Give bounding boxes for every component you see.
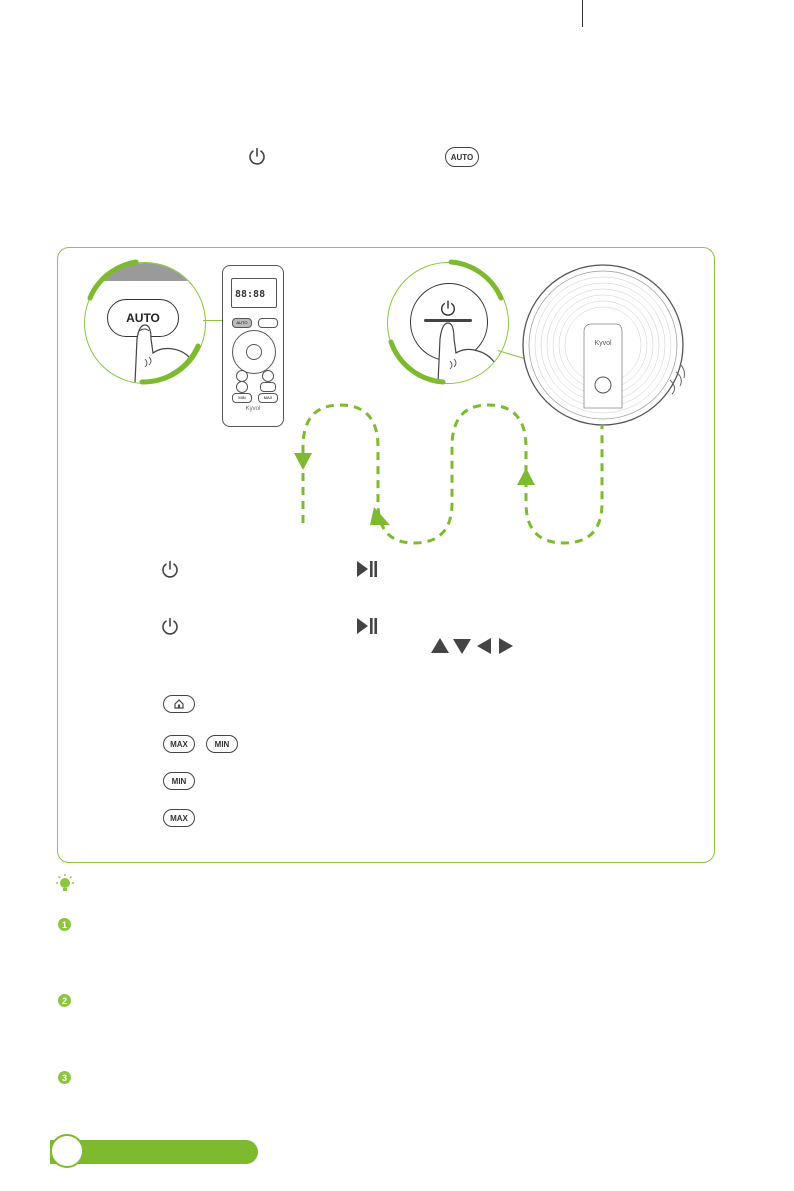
remote-max-key: MAX [258, 393, 278, 403]
zoom-power-icon [440, 300, 456, 316]
arrow-up-icon [431, 638, 449, 653]
remote-schedule-key [260, 382, 276, 392]
zoom-robot-slider [424, 319, 472, 322]
remote-display-digits: 88:88 [235, 289, 266, 300]
path-arrow-up [517, 468, 535, 485]
crop-mark [582, 0, 583, 27]
home-button-icon [163, 695, 195, 713]
tip-number-3: 3 [58, 1071, 71, 1084]
path-arrow-up-left [370, 507, 390, 525]
power-icon [162, 560, 178, 578]
finger-press-icon-right [437, 322, 501, 383]
remote-display: 88:88 [231, 278, 277, 308]
footer-bar [50, 1140, 258, 1164]
play-pause-icon [357, 561, 377, 577]
tip-number-1: 1 [58, 918, 71, 931]
remote-min-key: MIN [232, 393, 252, 403]
remote-dpad [232, 330, 276, 374]
zoom-arc-highlight-left [87, 259, 201, 385]
auto-button-icon: AUTO [445, 147, 479, 167]
remote-home-key [258, 318, 278, 328]
max-button-icon: MAX [163, 809, 195, 827]
arrow-down-icon [453, 639, 471, 654]
robot-brand: Kyvol [594, 340, 612, 347]
home-icon [174, 699, 184, 709]
remote-power-key [236, 381, 248, 393]
remote-auto-key: AUTO [232, 318, 252, 328]
remote-play-key [246, 344, 262, 360]
min-button-icon: MIN [163, 772, 195, 790]
zoom-circle-power [387, 262, 509, 384]
page-number-badge [50, 1134, 84, 1168]
robot-vacuum [522, 264, 685, 426]
arrow-left-icon [477, 638, 491, 654]
remote-brand: Kyvol [245, 406, 261, 412]
cleaning-path [294, 403, 604, 545]
play-pause-icon [357, 618, 377, 634]
lightbulb-icon [56, 874, 74, 891]
remote-control: 88:88 AUTO MIN MAX Kyvol [222, 265, 284, 427]
path-arrow-down [294, 453, 312, 470]
arrow-right-icon [499, 638, 513, 654]
min-button-icon: MIN [206, 735, 238, 753]
zoom-arc-highlight-right [388, 259, 504, 385]
tip-number-2: 2 [58, 994, 71, 1007]
power-icon [249, 147, 265, 165]
direction-arrows-icon [431, 638, 513, 654]
illustration-panel [57, 247, 715, 863]
max-button-icon: MAX [163, 735, 195, 753]
zoom-connector-line [203, 320, 231, 322]
power-icon [162, 617, 178, 635]
remote-edge-key [262, 370, 274, 382]
